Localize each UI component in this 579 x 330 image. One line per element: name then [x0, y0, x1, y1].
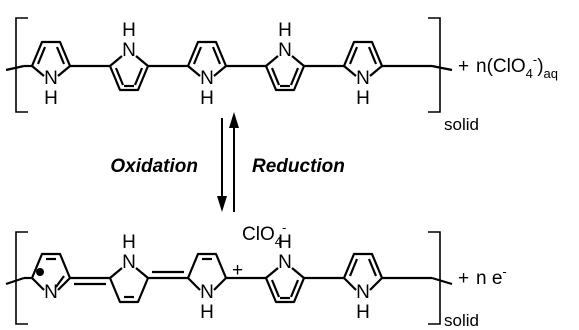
plus-sign-bottom: +	[458, 268, 469, 289]
quinoid-ring-1: H N	[108, 232, 150, 304]
electrons-label: n e-	[476, 264, 507, 289]
svg-text:N: N	[356, 68, 370, 89]
svg-text:H: H	[200, 302, 214, 323]
svg-text:H: H	[356, 302, 370, 323]
pyrrole-ring-3: N H	[186, 40, 228, 109]
left-bracket-bottom	[15, 231, 28, 325]
perchlorate-aq-label: n(ClO4-)aq	[476, 52, 558, 81]
right-bracket-bottom	[428, 231, 441, 325]
radical-dot	[36, 268, 44, 276]
svg-text:H: H	[356, 88, 370, 109]
counterion-label: ClO4-	[242, 220, 286, 249]
svg-text:N: N	[356, 282, 370, 303]
hydrogen-atom: H	[44, 88, 58, 109]
svg-text:H: H	[278, 232, 292, 253]
svg-text:H: H	[122, 232, 136, 253]
pyrrole-ring-5: N H	[342, 40, 384, 109]
equilibrium-arrows: Oxidation Reduction	[110, 112, 345, 212]
svg-text:H: H	[200, 88, 214, 109]
right-bracket	[428, 17, 441, 113]
svg-text:N: N	[200, 282, 214, 303]
pyrrole-ring-4b: H N	[264, 232, 306, 304]
reduction-label: Reduction	[252, 156, 345, 177]
svg-text:N: N	[44, 282, 58, 303]
cation-ring: N H +	[186, 252, 243, 323]
phase-label-bottom: solid	[444, 311, 479, 330]
pyrrole-ring-4: H N	[264, 20, 306, 92]
nitrogen-atom: N	[44, 68, 58, 89]
plus-sign: +	[458, 56, 469, 77]
pyrrole-ring-1: N H	[24, 40, 72, 109]
svg-text:N: N	[122, 40, 136, 61]
svg-text:N: N	[200, 68, 214, 89]
svg-text:N: N	[278, 252, 292, 273]
pyrrole-ring-5b: N H	[342, 252, 384, 323]
cation-sign: +	[232, 260, 243, 281]
radical-ring: N	[24, 252, 72, 303]
svg-text:N: N	[122, 252, 136, 273]
svg-text:H: H	[122, 20, 136, 41]
svg-text:N: N	[278, 40, 292, 61]
phase-label: solid	[444, 115, 479, 134]
neutral-polypyrrole: N H H N N H	[5, 17, 558, 134]
oxidized-polypyrrole: ClO4- N H N	[5, 220, 507, 330]
svg-text:H: H	[278, 20, 292, 41]
left-bracket	[15, 17, 28, 113]
pyrrole-ring-2: H N	[108, 20, 150, 92]
oxidation-label: Oxidation	[110, 156, 198, 177]
